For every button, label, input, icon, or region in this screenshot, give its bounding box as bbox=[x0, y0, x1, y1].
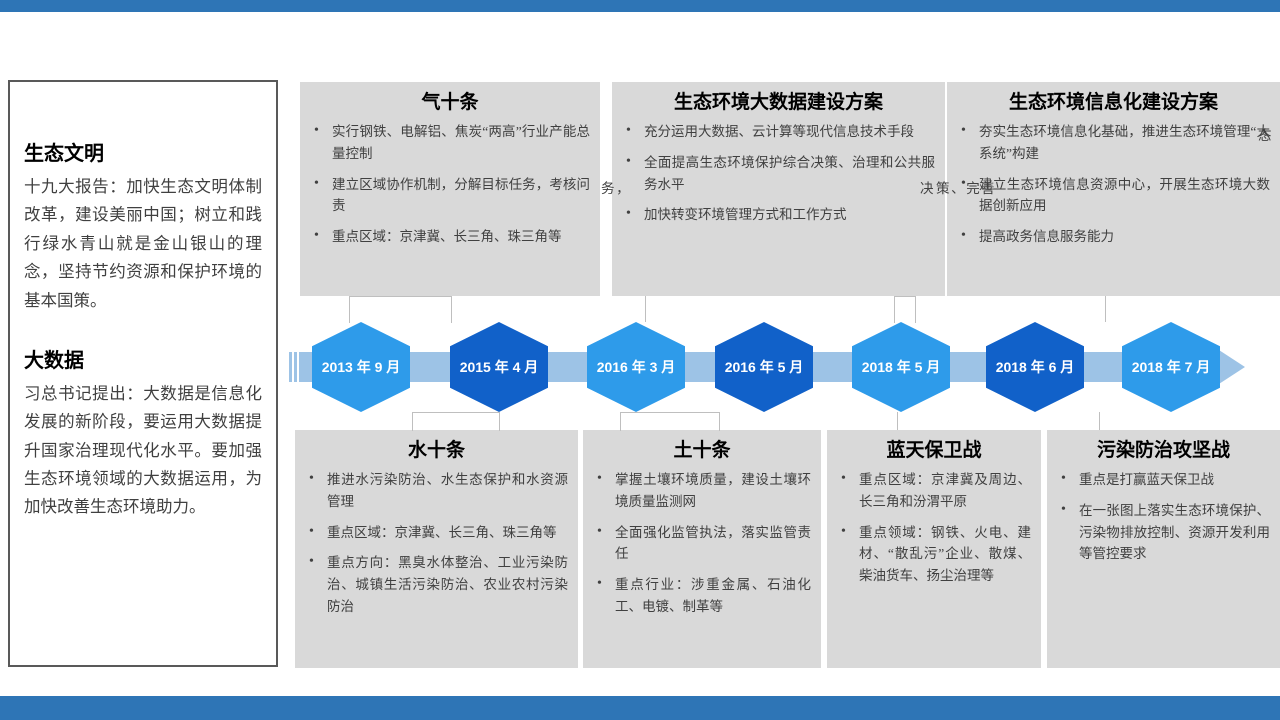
list-item: 重点是打赢蓝天保卫战 bbox=[1057, 468, 1270, 491]
milestone-label: 2018 年 7 月 bbox=[1131, 359, 1211, 375]
card-bullet-list: 重点是打赢蓝天保卫战 在一张图上落实生态环境保护、污染物排放控制、资源开发利用等… bbox=[1057, 468, 1270, 566]
milestone-label: 2016 年 5 月 bbox=[724, 359, 804, 375]
section-body-big-data: 习总书记提出：大数据是信息化发展的新阶段，要运用大数据提升国家治理现代化水平。要… bbox=[24, 383, 262, 517]
connector-info-to-2018-06-tail bbox=[1105, 296, 1106, 322]
timeline-milestone-2013-09[interactable]: 2013 年 9 月 bbox=[312, 322, 410, 412]
card-bullet-list: 实行钢铁、电解铝、焦炭“两高”行业产能总量控制 建立区域协作机制，分解目标任务，… bbox=[310, 120, 590, 248]
card-eco-informatization-plan[interactable]: 生态环境信息化建设方案 夯实生态环境信息化基础，推进生态环境管理“大系统”构建 … bbox=[947, 82, 1280, 296]
section-heading-ecological-civilization: 生态文明 bbox=[24, 143, 104, 165]
card-shui-shi-tiao[interactable]: 水十条 推进水污染防治、水生态保护和水资源管理 重点区域：京津冀、长三角、珠三角… bbox=[295, 430, 578, 668]
list-item: 建立区域协作机制，分解目标任务，考核问责 bbox=[310, 173, 590, 218]
list-item: 重点区域：京津冀、长三角、珠三角等 bbox=[305, 521, 568, 544]
list-item: 重点领域：钢铁、火电、建材、“散乱污”企业、散煤、柴油货车、扬尘治理等 bbox=[837, 521, 1031, 588]
card-qi-shi-tiao[interactable]: 气十条 实行钢铁、电解铝、焦炭“两高”行业产能总量控制 建立区域协作机制，分解目… bbox=[300, 82, 600, 296]
list-item: 实行钢铁、电解铝、焦炭“两高”行业产能总量控制 bbox=[310, 120, 590, 165]
overflow-text-fragment: 态 bbox=[1258, 128, 1274, 143]
card-tu-shi-tiao[interactable]: 土十条 掌握土壤环境质量，建设土壤环境质量监测网 全面强化监管执法，落实监管责任… bbox=[583, 430, 821, 668]
card-title: 水十条 bbox=[407, 440, 465, 461]
card-title: 土十条 bbox=[673, 440, 731, 461]
card-bullet-list: 掌握土壤环境质量，建设土壤环境质量监测网 全面强化监管执法，落实监管责任 重点行… bbox=[593, 468, 811, 618]
list-item: 重点方向：黑臭水体整治、工业污染防治、城镇生活污染防治、农业农村污染防治 bbox=[305, 551, 568, 618]
list-item: 建立生态环境信息资源中心，开展生态环境大数据创新应用 bbox=[957, 173, 1270, 218]
section-heading-big-data: 大数据 bbox=[24, 349, 84, 372]
bottom-accent-bar bbox=[0, 696, 1280, 720]
overflow-text-fragment: 策、完善 bbox=[936, 181, 997, 196]
timeline-milestone-2018-07[interactable]: 2018 年 7 月 bbox=[1122, 322, 1220, 412]
milestone-label: 2018 年 5 月 bbox=[861, 359, 941, 375]
connector-2018-07-to-wuran bbox=[1099, 412, 1100, 430]
connector-info-to-2018-05 bbox=[894, 296, 916, 323]
connector-qi-to-2013 bbox=[349, 296, 452, 323]
card-pollution-control-battle[interactable]: 污染防治攻坚战 重点是打赢蓝天保卫战 在一张图上落实生态环境保护、污染物排放控制… bbox=[1047, 430, 1280, 668]
list-item: 重点区域：京津冀、长三角、珠三角等 bbox=[310, 225, 590, 248]
section-body-ecological-civilization: 十九大报告：加快生态文明体制改革，建设美丽中国；树立和践行绿水青山就是金山银山的… bbox=[24, 177, 262, 310]
card-title: 生态环境信息化建设方案 bbox=[1008, 92, 1218, 113]
list-item: 推进水污染防治、水生态保护和水资源管理 bbox=[305, 468, 568, 513]
card-title: 生态环境大数据建设方案 bbox=[673, 92, 883, 113]
list-item: 加快转变环境管理方式和工作方式 bbox=[622, 203, 935, 226]
card-bullet-list: 充分运用大数据、云计算等现代信息技术手段 全面提高生态环境保护综合决策、治理和公… bbox=[622, 120, 935, 226]
connector-bigdata-to-2016-03 bbox=[645, 296, 646, 322]
list-item: 充分运用大数据、云计算等现代信息技术手段 bbox=[622, 120, 935, 143]
list-item: 掌握土壤环境质量，建设土壤环境质量监测网 bbox=[593, 468, 811, 513]
card-title: 蓝天保卫战 bbox=[886, 440, 982, 461]
top-accent-bar bbox=[0, 0, 1280, 12]
card-bullet-list: 重点区域：京津冀及周边、长三角和汾渭平原 重点领域：钢铁、火电、建材、“散乱污”… bbox=[837, 468, 1031, 588]
milestone-label: 2013 年 9 月 bbox=[321, 359, 401, 375]
timeline-milestone-2018-05[interactable]: 2018 年 5 月 bbox=[852, 322, 950, 412]
connector-2018-06-to-lan bbox=[897, 412, 898, 430]
card-bullet-list: 推进水污染防治、水生态保护和水资源管理 重点区域：京津冀、长三角、珠三角等 重点… bbox=[305, 468, 568, 618]
list-item: 重点区域：京津冀及周边、长三角和汾渭平原 bbox=[837, 468, 1031, 513]
timeline-milestone-2018-06[interactable]: 2018 年 6 月 bbox=[986, 322, 1084, 412]
card-bullet-list: 夯实生态环境信息化基础，推进生态环境管理“大系统”构建 建立生态环境信息资源中心… bbox=[957, 120, 1270, 248]
list-item: 重点行业：涉重金属、石油化工、电镀、制革等 bbox=[593, 573, 811, 618]
connector-2015-to-shui bbox=[412, 412, 500, 431]
connector-2016-05-to-tu bbox=[620, 412, 720, 431]
overflow-text-fragment: 务， bbox=[601, 181, 632, 196]
card-blue-sky-defense[interactable]: 蓝天保卫战 重点区域：京津冀及周边、长三角和汾渭平原 重点领域：钢铁、火电、建材… bbox=[827, 430, 1041, 668]
list-item: 全面强化监管执法，落实监管责任 bbox=[593, 521, 811, 566]
list-item: 在一张图上落实生态环境保护、污染物排放控制、资源开发利用等管控要求 bbox=[1057, 499, 1270, 566]
left-info-box: 生态文明 十九大报告：加快生态文明体制改革，建设美丽中国；树立和践行绿水青山就是… bbox=[8, 80, 278, 667]
milestone-label: 2018 年 6 月 bbox=[995, 359, 1075, 375]
list-item: 夯实生态环境信息化基础，推进生态环境管理“大系统”构建 bbox=[957, 120, 1270, 165]
timeline-milestone-2016-03[interactable]: 2016 年 3 月 bbox=[587, 322, 685, 412]
timeline-milestone-2016-05[interactable]: 2016 年 5 月 bbox=[715, 322, 813, 412]
card-title: 污染防治攻坚战 bbox=[1096, 440, 1230, 461]
list-item: 提高政务信息服务能力 bbox=[957, 225, 1270, 248]
overflow-text-fragment: 决 bbox=[920, 181, 936, 196]
card-title: 气十条 bbox=[421, 92, 479, 113]
card-eco-big-data-plan[interactable]: 生态环境大数据建设方案 充分运用大数据、云计算等现代信息技术手段 全面提高生态环… bbox=[612, 82, 945, 296]
milestone-label: 2015 年 4 月 bbox=[459, 359, 539, 375]
list-item: 全面提高生态环境保护综合决策、治理和公共服务水平 bbox=[622, 151, 935, 196]
timeline-milestone-2015-04[interactable]: 2015 年 4 月 bbox=[450, 322, 548, 412]
milestone-label: 2016 年 3 月 bbox=[596, 359, 676, 375]
